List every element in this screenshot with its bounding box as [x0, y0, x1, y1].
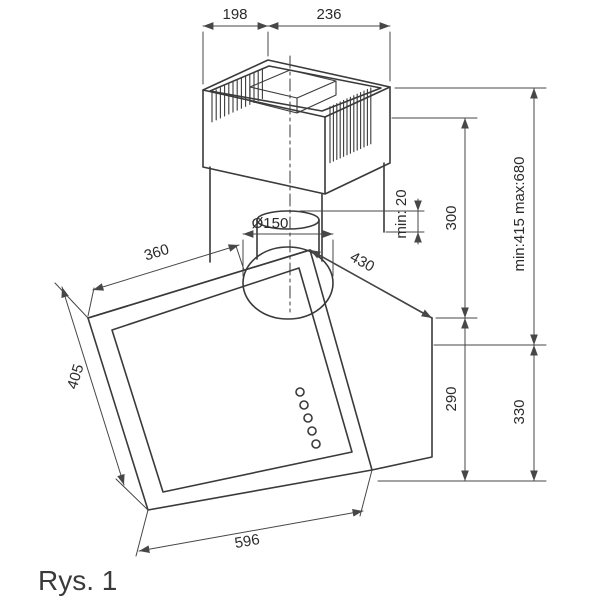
chimney-upper-edges	[202, 86, 391, 195]
dimension-330: 330	[377, 344, 547, 482]
chimney-top-rim-inner	[209, 65, 382, 112]
dimension-405: 405	[54, 282, 149, 511]
dimension-label-min-20: min: 20	[393, 189, 410, 238]
control-button	[299, 400, 309, 410]
dimension-total-height: min:415 max:680	[394, 87, 547, 346]
control-button	[303, 413, 313, 423]
chimney-upper-section	[202, 59, 391, 195]
hood-rear-and-bottom-edges	[371, 317, 433, 471]
dimension-596: 596	[135, 469, 373, 557]
hood-top-face-edges	[87, 249, 433, 319]
dimension-label-360: 360	[142, 241, 171, 265]
dimension-min-20: min: 20	[299, 189, 425, 245]
control-button	[311, 439, 321, 449]
dimension-label-330: 330	[511, 399, 528, 424]
vent-grille-right	[329, 87, 372, 164]
dimension-360: 360	[87, 241, 245, 317]
dimension-label-diameter: Ø150	[252, 215, 289, 232]
dimension-198: 198	[202, 6, 269, 85]
glass-panel-outer	[87, 249, 373, 511]
dimension-label-236: 236	[316, 6, 341, 23]
dimension-label-300: 300	[443, 205, 460, 230]
dimension-label-290: 290	[443, 386, 460, 411]
dimension-label-198: 198	[222, 6, 247, 23]
dimension-label-430: 430	[347, 249, 377, 276]
dimension-290: 290	[435, 317, 478, 482]
dimension-label-total-height: min:415 max:680	[511, 156, 528, 271]
dimension-label-405: 405	[64, 362, 88, 391]
dimension-label-596: 596	[233, 531, 261, 552]
dimension-300: 300	[391, 117, 478, 319]
dimension-236: 236	[267, 6, 391, 82]
control-button	[295, 387, 305, 397]
figure-label: Rys. 1	[38, 565, 117, 596]
glass-panel-inner-frame	[111, 267, 353, 493]
control-button	[307, 426, 317, 436]
vent-grille-left	[211, 68, 263, 123]
control-buttons	[295, 387, 321, 449]
